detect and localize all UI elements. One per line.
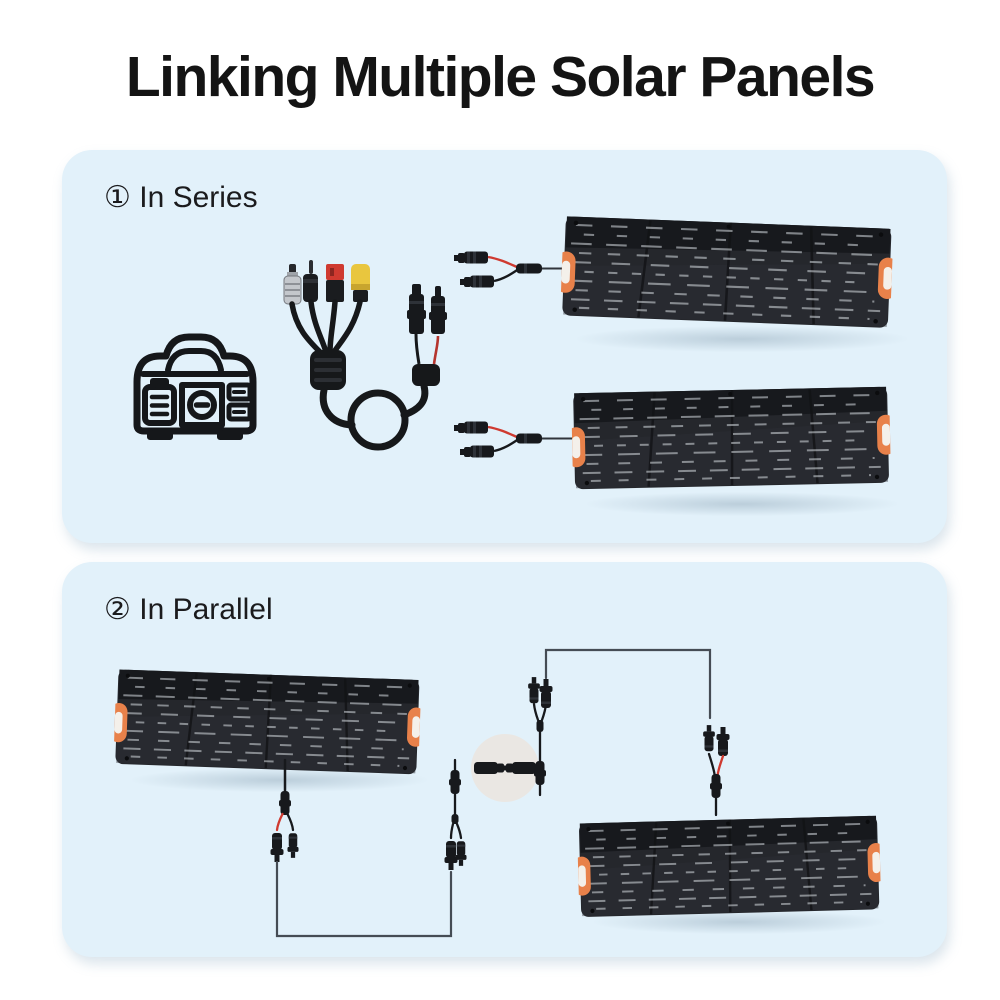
page-title: Linking Multiple Solar Panels — [125, 45, 876, 109]
series-section-card: ① In Series — [62, 150, 947, 543]
mc4-pigtail-icon-bottom — [454, 420, 574, 459]
parallel-section-card: ② In Parallel — [62, 562, 947, 957]
parallel-wiring-diagram — [270, 648, 730, 938]
panel-shadow — [577, 326, 907, 352]
power-station-icon — [133, 333, 257, 440]
wiring-route — [270, 648, 730, 938]
mc4-pigtail-icon-top — [454, 250, 574, 289]
solar-adapter-cable-icon — [283, 260, 447, 451]
parallel-section-label: ② In Parallel — [104, 593, 273, 626]
panel-shadow — [587, 492, 897, 516]
solar-panel-illustration-series-1 — [559, 214, 895, 330]
connector-zoom-bubble — [471, 734, 539, 802]
series-section-label: ① In Series — [104, 181, 258, 214]
solar-panel-illustration-series-2 — [570, 385, 892, 491]
